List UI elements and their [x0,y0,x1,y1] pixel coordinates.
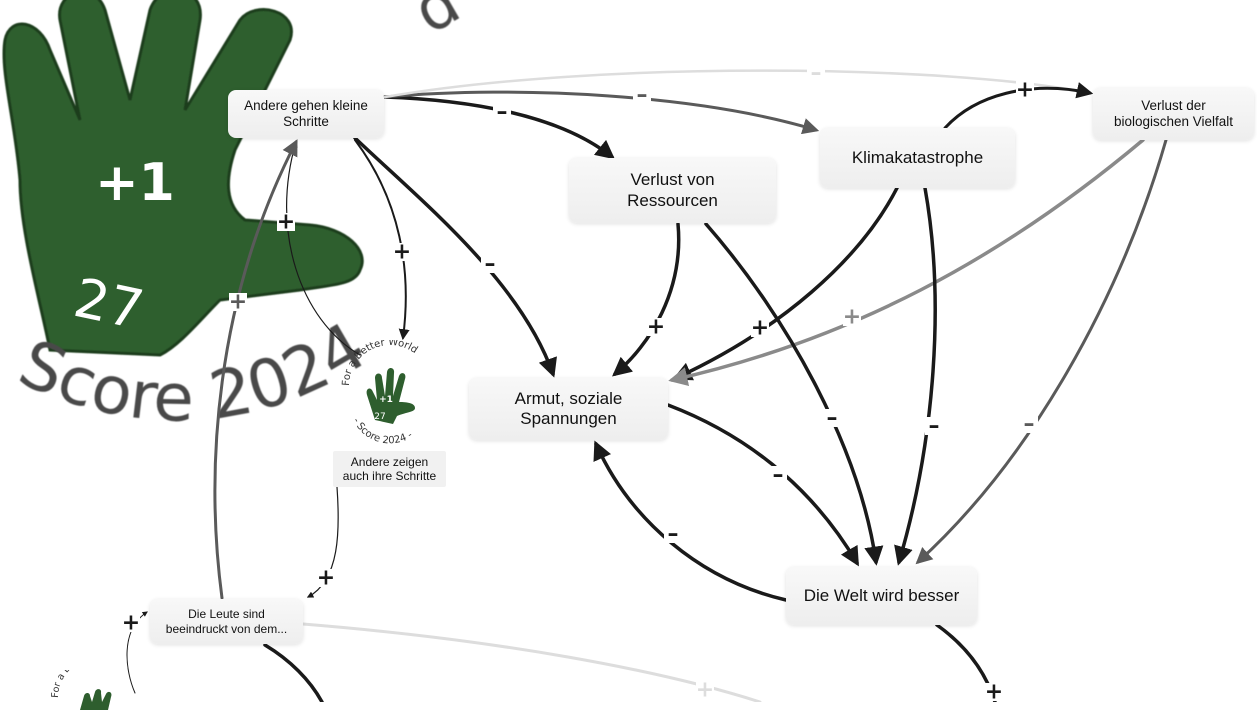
edge-resources-to-poverty[interactable] [612,222,681,377]
edge-world-to-offscreen-sign-bg [985,683,1003,701]
watermark-plus-one: +1 [95,153,175,213]
badge-plus-one: +1 [379,395,393,405]
edge-climate-to-poverty-sign-bg [751,319,769,337]
node-others-small-steps[interactable]: Andere gehen kleine Schritte [228,90,384,138]
edge-biodiversity-to-world[interactable] [915,138,1168,565]
edge-resources-to-world-polarity-minus: – [827,406,838,431]
node-label-line1: Andere zeigen [350,454,429,469]
edge-others-show-to-people-polarity-plus: + [317,566,335,591]
edge-people-to-steps-polarity-plus: + [229,290,247,315]
edge-badge-to-steps-sign-bg [277,213,295,231]
edge-steps-to-others-show[interactable] [354,139,410,341]
node-label-line1: Verlust von [630,170,715,190]
edge-resources-to-poverty-polarity-plus: + [647,315,665,340]
edge-biodiversity-to-world-polarity-minus: – [1024,412,1035,437]
badge-logo[interactable]: For a Better World +1 27 - Score 2024 - [335,340,445,450]
node-others-show-steps[interactable]: Andere zeigen auch ihre Schritte [333,451,446,487]
edge-steps-to-poverty[interactable] [353,136,557,378]
watermark-hand-icon [2,0,364,357]
edge-climate-to-world-sign-bg [925,417,943,435]
node-label-line2: auch ihre Schritte [342,469,437,483]
watermark-logo: +1 27 Score 2024 d [2,0,472,437]
node-label-line1: Verlust der [1141,97,1206,113]
watermark-count: 27 [69,266,149,342]
edge-steps-to-others-show-polarity-plus: + [393,240,411,265]
node-label: Klimakatastrophe [851,147,984,167]
edge-climate-to-biodiversity[interactable] [943,82,1094,130]
edge-climate-to-world[interactable] [894,186,937,566]
node-label-line2: Spannungen [520,409,617,428]
edge-others-show-to-people-sign-bg [317,569,335,587]
edge-steps-to-others-show-sign-bg [393,243,411,261]
edge-people-to-offscreen-polarity-plus: + [696,678,714,703]
node-loss-of-biodiversity[interactable]: Verlust der biologischen Vielfalt [1093,88,1254,140]
edge-badge-to-steps[interactable] [286,140,361,356]
node-poverty-social-tension[interactable]: Armut, soziale Spannungen [469,378,668,440]
node-loss-of-resources[interactable]: Verlust von Ressourcen [569,158,776,223]
edge-poverty-to-world-polarity-minus: – [773,463,784,488]
node-people-impressed[interactable]: Die Leute sind beeindruckt von dem... [150,599,303,644]
edge-badge2-to-people-sign-bg [122,614,140,632]
edge-biodiversity-to-poverty-polarity-plus: + [843,305,861,330]
edge-people-to-offscreen-sign-bg [696,681,714,699]
edge-biodiversity-to-poverty-sign-bg [843,308,861,326]
edge-resources-to-world[interactable] [704,222,884,566]
edge-people-to-steps[interactable] [213,139,298,600]
node-label: Andere gehen kleine Schritte [244,97,368,129]
edges-layer: – – – + – + + + + + + – – – – – + + + + [122,61,1168,703]
edge-world-to-poverty-sign-bg [664,525,682,543]
badge-count: 27 [374,412,385,422]
node-world-gets-better[interactable]: Die Welt wird besser [786,567,977,625]
edge-world-to-offscreen-polarity-plus: + [985,680,1003,703]
edge-people-to-offscreen[interactable] [301,622,762,702]
hand-icon [366,367,415,424]
edge-steps-to-climate-sign-bg [633,86,651,104]
hand-icon [80,689,112,710]
edge-world-to-poverty[interactable] [593,440,788,602]
edge-climate-to-poverty[interactable] [672,186,899,381]
node-label-line2: biologischen Vielfalt [1113,114,1234,129]
edge-steps-to-climate-polarity-minus: – [637,83,648,108]
edge-people-to-offscreen-down[interactable] [263,643,324,702]
node-label-line2: Ressourcen [627,190,718,210]
edge-steps-to-resources-polarity-minus: – [497,100,508,125]
edge-biodiversity-to-world-sign-bg [1020,415,1038,433]
edge-people-to-steps-sign-bg [229,293,247,311]
edge-steps-to-resources-sign-bg [493,103,511,121]
edge-steps-to-climate[interactable] [383,90,820,135]
edge-world-to-poverty-polarity-minus: – [668,522,679,547]
node-climate-catastrophe[interactable]: Klimakatastrophe [820,128,1015,188]
node-label-line2: beeindruckt von dem... [165,621,288,636]
edge-resources-to-poverty-sign-bg [647,318,665,336]
edge-badge-to-steps-polarity-plus: + [277,210,295,235]
edge-steps-to-biodiversity-polarity-minus: – [811,61,822,86]
node-label: Die Welt wird besser [803,585,960,605]
badge-logo-partial[interactable]: For a Better World [50,670,150,720]
edge-climate-to-biodiversity-sign-bg [1016,81,1034,99]
node-label-line1: Die Leute sind [188,607,265,622]
edge-biodiversity-to-poverty[interactable] [668,138,1145,387]
node-label-line1: Armut, soziale [514,388,623,408]
edge-climate-to-poverty-polarity-plus: + [751,316,769,341]
edge-resources-to-world-sign-bg [823,409,841,427]
edge-steps-to-poverty-sign-bg [481,255,499,273]
edge-badge2-to-people-polarity-plus: + [122,611,140,636]
edge-others-show-to-people[interactable] [306,486,339,598]
edge-climate-to-biodiversity-polarity-plus: + [1016,78,1034,103]
edge-steps-to-biodiversity-sign-bg [807,64,825,82]
edge-steps-to-poverty-polarity-minus: – [485,252,496,277]
edge-climate-to-world-polarity-minus: – [929,414,940,439]
edge-poverty-to-world-sign-bg [769,466,787,484]
